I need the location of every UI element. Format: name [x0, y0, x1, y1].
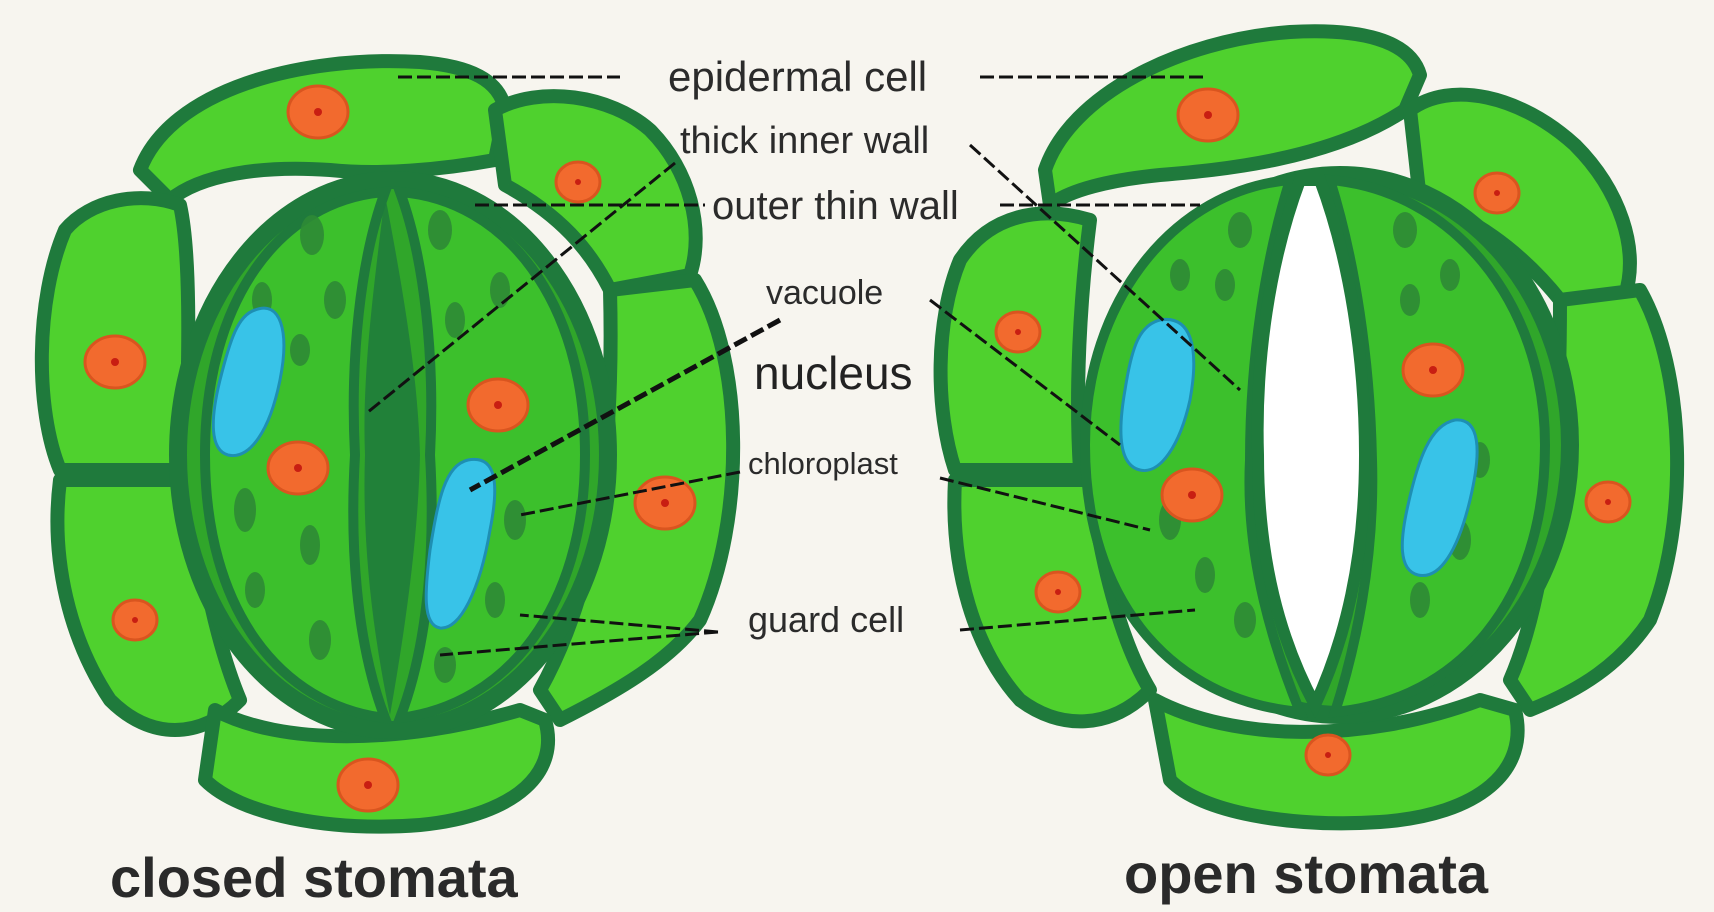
label-vacuole: vacuole [766, 276, 883, 310]
open-nucleus-guard-right [1403, 344, 1463, 396]
open-nucleus-epidermal-bottom [1306, 735, 1350, 775]
open-nucleus-epidermal-top-right [1475, 173, 1519, 213]
label-outer-thin-wall: outer thin wall [712, 186, 959, 226]
closed-nucleus-guard-right [468, 379, 528, 431]
open-nucleus-epidermal-right [1586, 482, 1630, 522]
open-nucleus-epidermal-top [1178, 89, 1238, 141]
closed-nucleus-epidermal-bottom [338, 759, 398, 811]
label-thick-inner-wall: thick inner wall [680, 122, 929, 160]
label-nucleus: nucleus [754, 350, 913, 396]
closed-nucleus-epidermal-top-right [556, 162, 600, 202]
open-nucleus-guard-left [1162, 469, 1222, 521]
closed-epidermal-cell-left [42, 198, 188, 470]
closed-stomata [42, 61, 733, 826]
closed-nucleus-epidermal-left [85, 336, 145, 388]
closed-nucleus-epidermal-bottom-left [113, 600, 157, 640]
label-epidermal-cell: epidermal cell [668, 56, 927, 98]
label-chloroplast: chloroplast [748, 448, 898, 479]
closed-nucleus-epidermal-top [288, 86, 348, 138]
open-stomata [941, 31, 1678, 823]
closed-nucleus-guard-left [268, 442, 328, 494]
open-nucleus-epidermal-bottom-left [1036, 572, 1080, 612]
caption-closed-stomata: closed stomata [110, 850, 518, 906]
closed-nucleus-epidermal-right [635, 477, 695, 529]
caption-open-stomata: open stomata [1124, 846, 1488, 902]
open-nucleus-epidermal-left [996, 312, 1040, 352]
label-guard-cell: guard cell [748, 602, 904, 638]
